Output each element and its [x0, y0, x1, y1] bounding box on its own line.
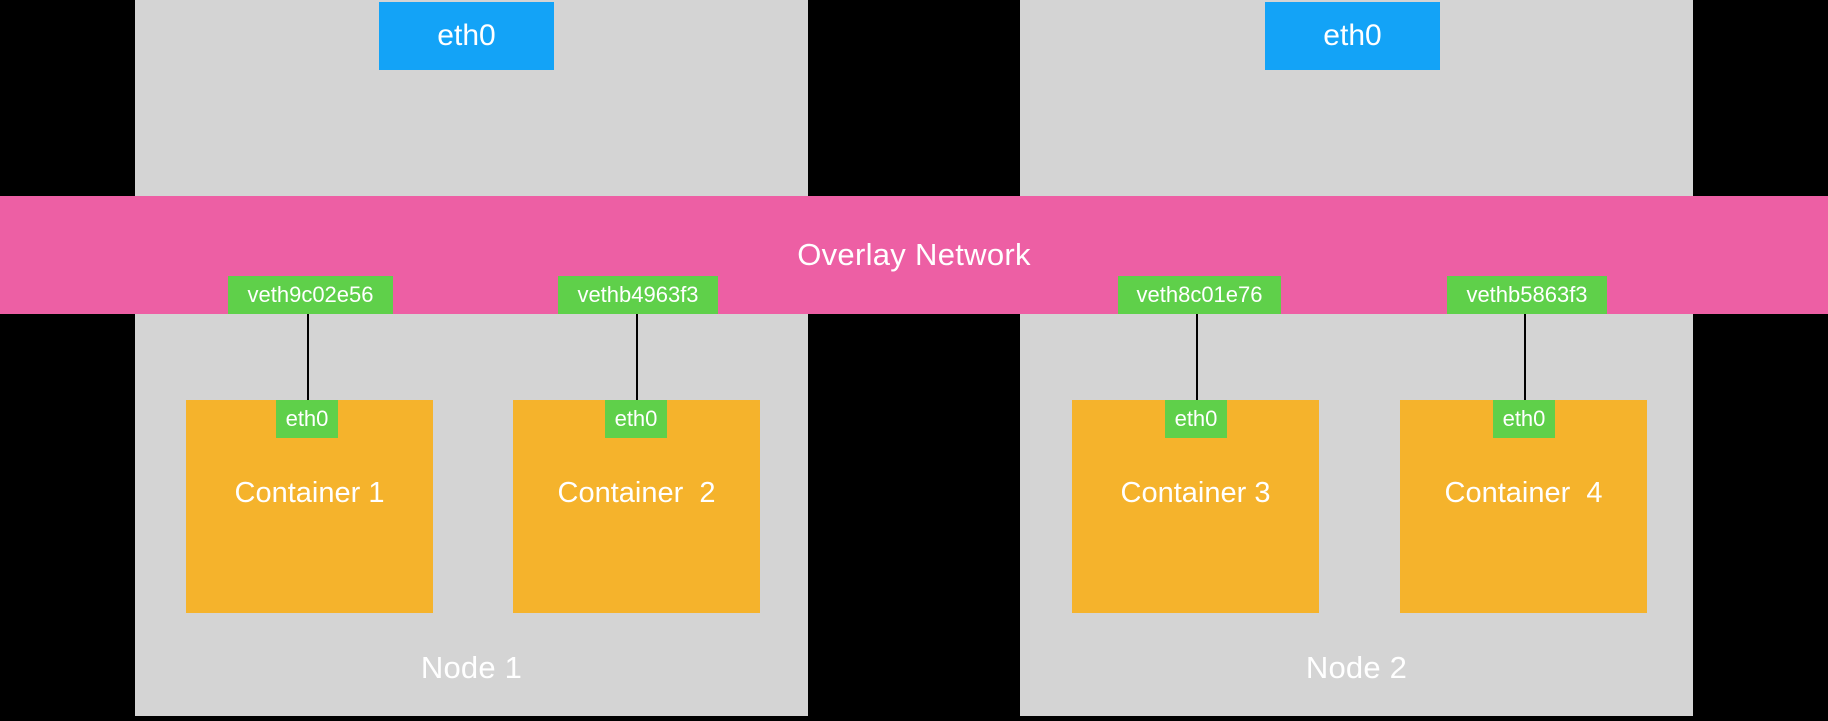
connector-line-container-1	[307, 314, 309, 402]
container-label-container-4: Container 4	[1444, 477, 1603, 509]
veth-tag-veth8c01e76[interactable]: veth8c01e76	[1118, 276, 1281, 314]
node-label-node-1: Node 1	[420, 650, 523, 685]
veth-tag-vethb5863f3[interactable]: vethb5863f3	[1447, 276, 1607, 314]
veth-tag-vethb4963f3[interactable]: vethb4963f3	[558, 276, 718, 314]
host-nic-eth0-node-2[interactable]: eth0	[1265, 2, 1440, 70]
overlay-network-label: Overlay Network	[797, 237, 1031, 272]
container-nic-eth0-container-1[interactable]: eth0	[276, 400, 338, 438]
host-nic-eth0-node-1[interactable]: eth0	[379, 2, 554, 70]
container-nic-eth0-container-3[interactable]: eth0	[1165, 400, 1227, 438]
container-label-container-3: Container 3	[1120, 477, 1271, 509]
connector-line-container-2	[636, 314, 638, 402]
node-label-node-2: Node 2	[1305, 650, 1408, 685]
container-label-container-1: Container 1	[234, 477, 385, 509]
veth-tag-veth9c02e56[interactable]: veth9c02e56	[228, 276, 393, 314]
container-nic-eth0-container-4[interactable]: eth0	[1493, 400, 1555, 438]
container-nic-eth0-container-2[interactable]: eth0	[605, 400, 667, 438]
container-label-container-2: Container 2	[557, 477, 716, 509]
connector-line-container-3	[1196, 314, 1198, 402]
connector-line-container-4	[1524, 314, 1526, 402]
